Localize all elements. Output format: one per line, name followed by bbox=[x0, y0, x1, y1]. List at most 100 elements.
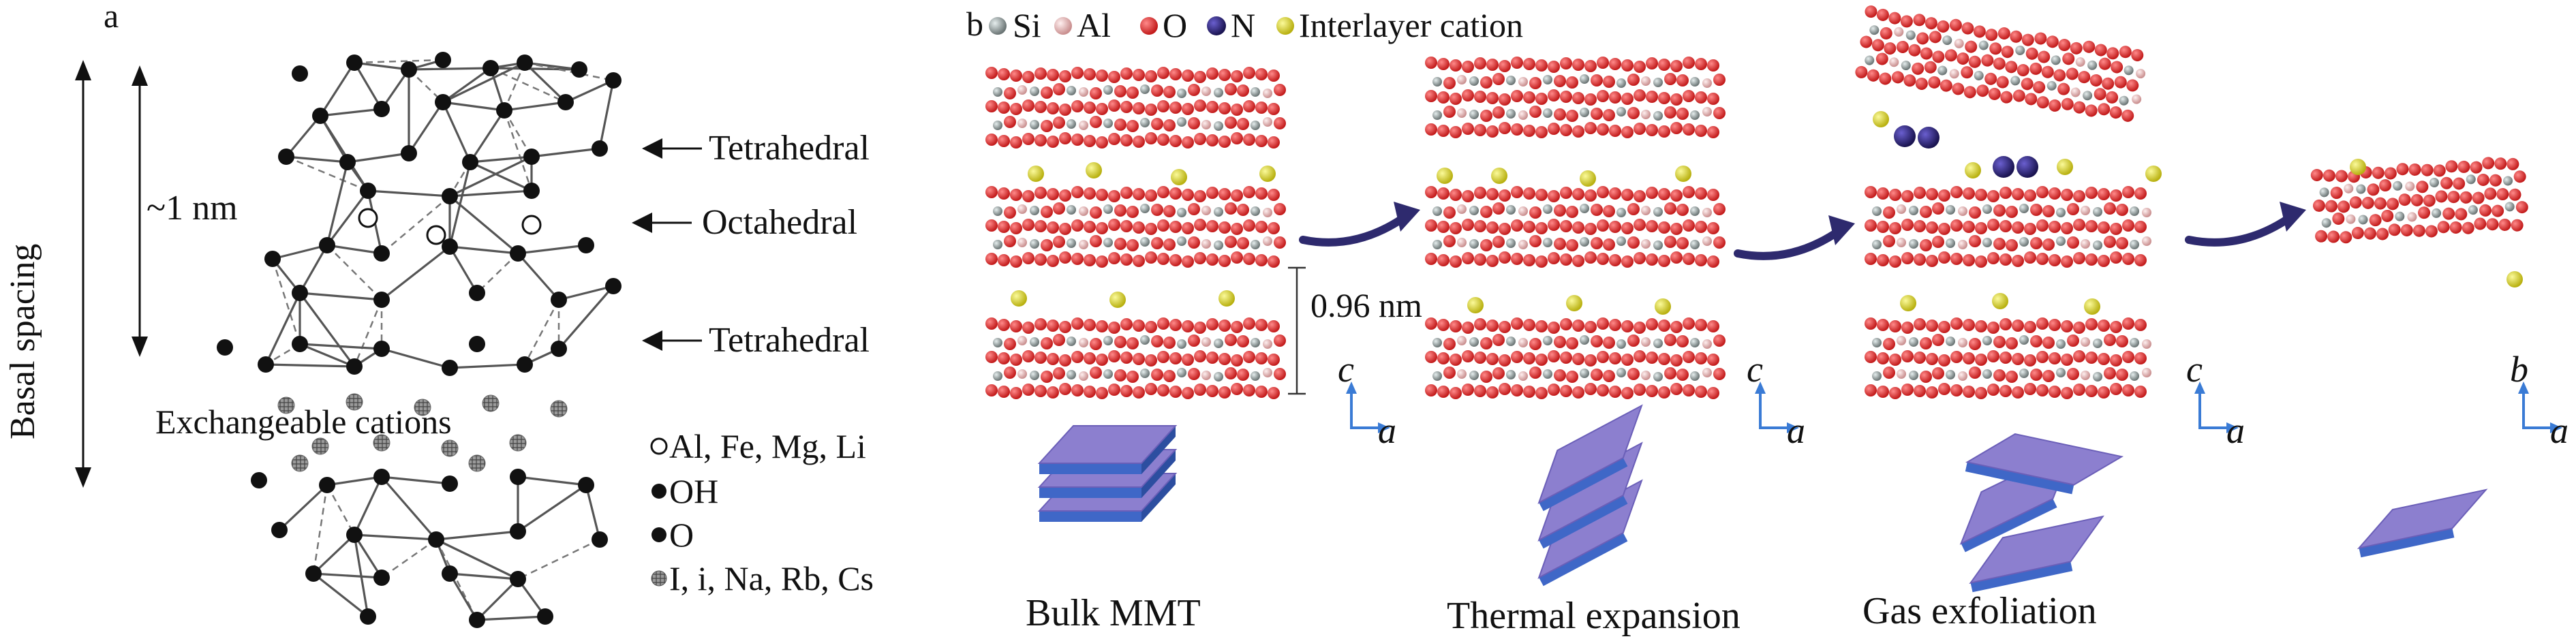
atom bbox=[1145, 70, 1157, 82]
atom bbox=[1926, 188, 1938, 200]
atom bbox=[1616, 339, 1626, 349]
atom bbox=[1683, 253, 1695, 265]
atom bbox=[1641, 76, 1651, 86]
atom bbox=[1506, 109, 1516, 119]
atom bbox=[2046, 35, 2059, 48]
atom bbox=[1140, 369, 1150, 378]
bulk-layer-2 bbox=[985, 186, 1286, 268]
atom bbox=[1609, 91, 1621, 104]
atom bbox=[1975, 222, 1987, 234]
stage-caption-thermal-expansion: Thermal expansion bbox=[1447, 595, 1741, 637]
atom bbox=[2437, 221, 2450, 234]
oxygen-atom bbox=[510, 571, 526, 587]
atom bbox=[1707, 320, 1719, 332]
atom bbox=[2121, 109, 2134, 122]
oxygen-atom bbox=[469, 612, 485, 628]
atom bbox=[1462, 89, 1474, 102]
crystal-bond bbox=[298, 245, 328, 294]
atom bbox=[1218, 255, 1231, 267]
legend-n-dot bbox=[1207, 16, 1226, 35]
atom bbox=[1928, 76, 1941, 89]
atom bbox=[1646, 352, 1658, 364]
exfoliated-slab-bottom-group bbox=[1969, 515, 2104, 593]
atom bbox=[1462, 384, 1474, 396]
atom bbox=[1535, 320, 1548, 332]
atom bbox=[1572, 92, 1584, 104]
atom bbox=[1486, 386, 1499, 399]
atom bbox=[2453, 177, 2466, 190]
atom bbox=[1022, 219, 1034, 231]
crystal-bond bbox=[442, 102, 472, 163]
atom bbox=[1572, 59, 1584, 71]
atom bbox=[1243, 134, 1255, 146]
expanded-slab-top bbox=[1537, 404, 1643, 504]
atom bbox=[1480, 239, 1492, 251]
atom bbox=[2412, 224, 2425, 237]
atom bbox=[2073, 384, 2085, 396]
interlayer-cation bbox=[1655, 298, 1671, 315]
atom bbox=[2319, 187, 2329, 198]
atom bbox=[1450, 255, 1462, 268]
atom bbox=[1523, 58, 1535, 70]
atom bbox=[1566, 239, 1578, 251]
atom bbox=[1480, 76, 1492, 89]
atom bbox=[1071, 317, 1084, 330]
atom bbox=[1243, 219, 1255, 232]
legend-si-dot bbox=[989, 17, 1007, 35]
atom bbox=[1982, 336, 1992, 345]
atom bbox=[1548, 61, 1560, 73]
crystal-bond bbox=[448, 246, 478, 294]
atom bbox=[1108, 384, 1120, 396]
atom bbox=[1486, 255, 1499, 267]
atom bbox=[1554, 108, 1566, 121]
atom bbox=[1004, 338, 1016, 350]
atom bbox=[1511, 384, 1523, 396]
atom bbox=[1268, 320, 1280, 332]
atom bbox=[1145, 223, 1157, 235]
exchangeable-cation bbox=[311, 437, 329, 455]
atom bbox=[1713, 334, 1726, 347]
atom bbox=[2049, 254, 2061, 266]
atom bbox=[985, 317, 998, 330]
atom bbox=[1621, 354, 1634, 366]
atom bbox=[1609, 125, 1621, 137]
atom bbox=[1877, 386, 1889, 398]
atom bbox=[1096, 255, 1108, 268]
atom bbox=[1090, 206, 1102, 219]
atom bbox=[1982, 204, 1992, 214]
atom bbox=[2400, 223, 2413, 236]
crystal-bond bbox=[408, 67, 491, 71]
atom bbox=[1523, 221, 1535, 233]
atom bbox=[1010, 103, 1022, 115]
atom bbox=[1237, 369, 1249, 381]
atom bbox=[1450, 320, 1462, 332]
atom bbox=[1914, 220, 1926, 232]
atom bbox=[1554, 369, 1566, 381]
atom bbox=[1462, 61, 1474, 73]
atom bbox=[1664, 367, 1676, 379]
atom bbox=[2024, 354, 2036, 367]
atom bbox=[2425, 225, 2438, 238]
legend-o-label: O bbox=[1163, 6, 1187, 44]
atom bbox=[1646, 220, 1658, 232]
atom bbox=[1425, 90, 1437, 102]
atom bbox=[2504, 202, 2515, 212]
atom bbox=[2030, 335, 2042, 347]
oxygen-atom bbox=[360, 608, 376, 625]
expanded-layer-3 bbox=[1425, 317, 1726, 399]
atom bbox=[1901, 350, 1914, 362]
crystal-bond bbox=[312, 484, 328, 574]
atom bbox=[1975, 189, 1987, 201]
atom bbox=[1133, 136, 1145, 148]
atom bbox=[1670, 383, 1683, 395]
atom bbox=[1616, 236, 1626, 246]
atom bbox=[1022, 133, 1034, 145]
atom bbox=[1268, 354, 1280, 366]
interlayer-cation bbox=[1011, 290, 1027, 307]
atom bbox=[1695, 91, 1707, 104]
atom bbox=[1157, 384, 1169, 396]
atom bbox=[1492, 106, 1505, 119]
atom bbox=[1274, 334, 1286, 347]
atom bbox=[1194, 350, 1206, 362]
atom bbox=[1499, 122, 1511, 134]
